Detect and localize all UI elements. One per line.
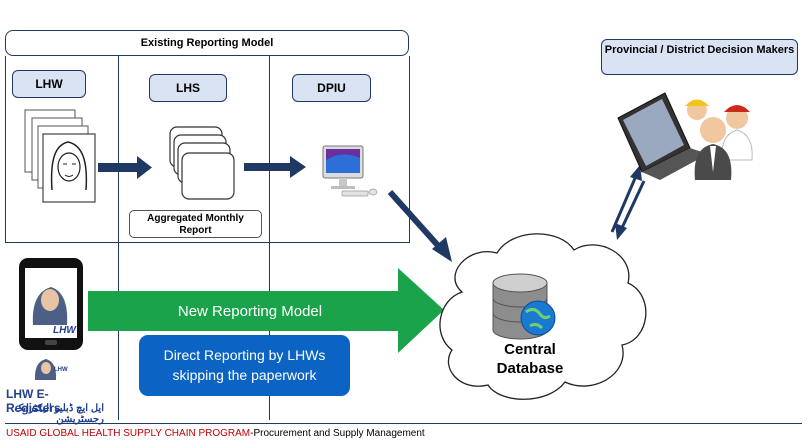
decision-makers-label: Provincial / District Decision Makers <box>601 39 798 75</box>
app-logo-badge: LHW <box>54 367 68 373</box>
existing-model-title-text: Existing Reporting Model <box>140 37 274 49</box>
report-stack-icon <box>169 126 235 200</box>
app-urdu-name: ایل ایچ ڈبلیو الیکٹرانک رجسٹریشن <box>14 403 104 425</box>
lhs-to-dpiu-arrow <box>244 156 306 178</box>
database-icon <box>492 273 556 340</box>
desktop-computer-icon <box>322 145 378 197</box>
lhw-column-label-text: LHW <box>35 77 63 91</box>
dpiu-to-database-arrow-shaft <box>387 189 445 253</box>
database-to-dm-arrow <box>610 175 638 233</box>
laptop-icon <box>617 92 708 180</box>
dpiu-to-database-arrowhead <box>432 237 452 262</box>
footer: USAID GLOBAL HEALTH SUPPLY CHAIN PROGRAM… <box>6 428 425 439</box>
dpiu-column-label-text: DPIU <box>317 81 346 95</box>
dpiu-column-label: DPIU <box>292 74 371 102</box>
column-divider-1 <box>118 56 119 420</box>
central-database-label: Central Database <box>496 341 564 377</box>
dm-to-database-arrow <box>619 180 646 231</box>
existing-model-frame <box>5 56 410 243</box>
lhs-column-label-text: LHS <box>176 81 200 95</box>
lhw-column-label: LHW <box>12 70 86 98</box>
aggregated-report-label-text: Aggregated Monthly Report <box>147 213 244 236</box>
footer-subtitle: -Procurement and Supply Management <box>250 428 425 439</box>
phone-screen-badge: LHW <box>53 325 76 336</box>
decision-makers-people-icon <box>685 99 753 180</box>
lhw-to-lhs-arrow <box>98 156 152 179</box>
footer-divider <box>5 423 802 424</box>
database-to-dm-arrowhead <box>630 165 642 181</box>
new-model-label: New Reporting Model <box>177 303 323 320</box>
phone-icon <box>19 258 83 350</box>
decision-makers-label-text: Provincial / District Decision Makers <box>604 44 795 56</box>
direct-reporting-box: Direct Reporting by LHWs skipping the pa… <box>139 335 350 396</box>
column-divider-2 <box>269 56 270 420</box>
dm-to-database-arrowhead <box>615 223 627 240</box>
existing-model-title: Existing Reporting Model <box>5 30 409 56</box>
aggregated-report-label: Aggregated Monthly Report <box>129 210 262 238</box>
app-name: LHW E-Registers <box>6 387 61 415</box>
new-model-arrow <box>88 268 444 353</box>
footer-program: USAID GLOBAL HEALTH SUPPLY CHAIN PROGRAM <box>6 428 251 439</box>
lhw-app-logo-icon <box>34 359 57 380</box>
lhw-register-stack-icon <box>24 109 96 203</box>
lhs-column-label: LHS <box>149 74 227 102</box>
direct-reporting-text: Direct Reporting by LHWs skipping the pa… <box>163 347 326 383</box>
